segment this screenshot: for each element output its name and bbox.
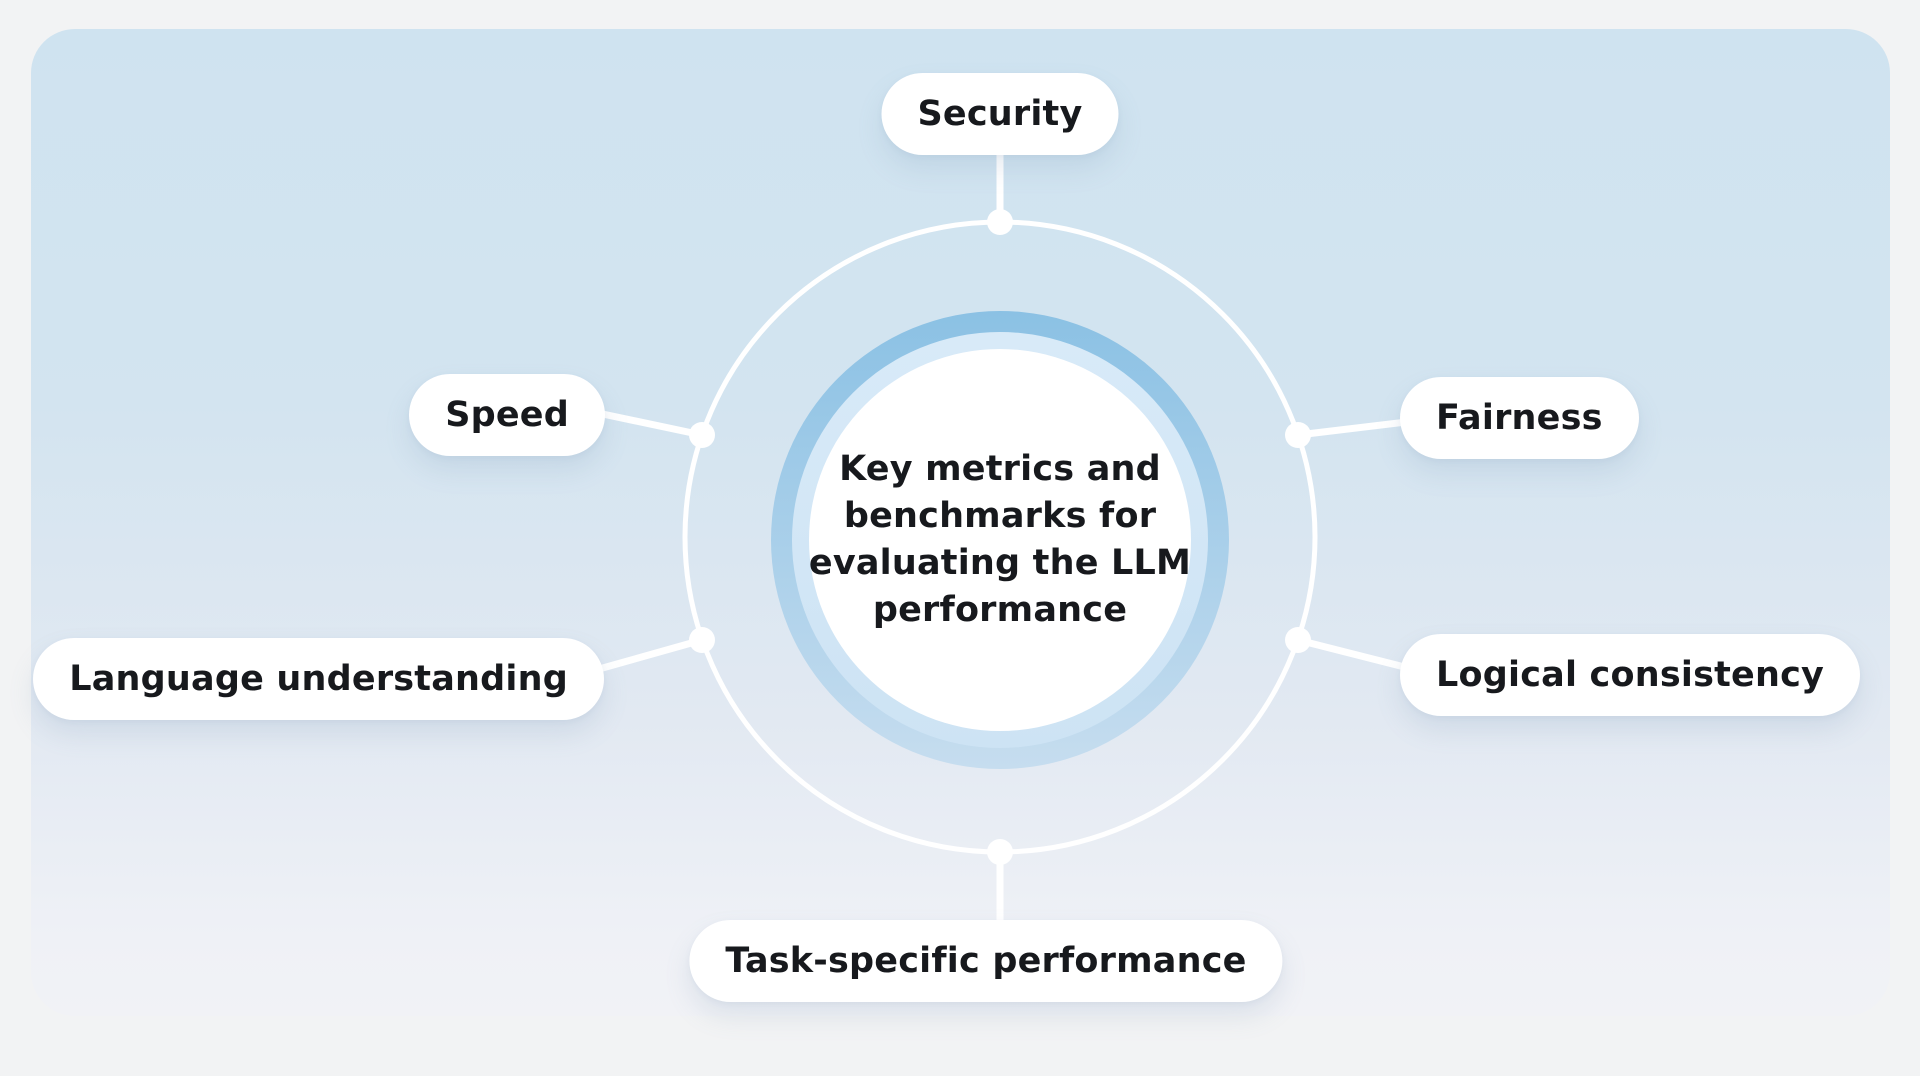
node-speed[interactable]: Speed — [409, 374, 605, 456]
node-label: Task-specific performance — [725, 941, 1247, 981]
center-node[interactable]: Key metrics and benchmarks for evaluatin… — [780, 446, 1220, 634]
node-label: Logical consistency — [1436, 655, 1825, 695]
center-title-line: benchmarks for — [843, 496, 1157, 537]
node-security[interactable]: Security — [881, 73, 1119, 155]
node-logical-consistency[interactable]: Logical consistency — [1400, 634, 1861, 716]
center-title-line: evaluating the LLM — [808, 543, 1192, 583]
center-title-line: Key metrics and — [839, 449, 1161, 490]
node-label: Speed — [445, 395, 569, 435]
node-fairness[interactable]: Fairness — [1400, 377, 1639, 459]
node-label: Fairness — [1436, 398, 1603, 438]
node-label: Security — [917, 94, 1083, 134]
node-label: Language understanding — [69, 659, 568, 699]
node-language-understanding[interactable]: Language understanding — [33, 638, 604, 720]
center-title-line: performance — [872, 589, 1128, 630]
node-task-specific-performance[interactable]: Task-specific performance — [689, 920, 1283, 1002]
